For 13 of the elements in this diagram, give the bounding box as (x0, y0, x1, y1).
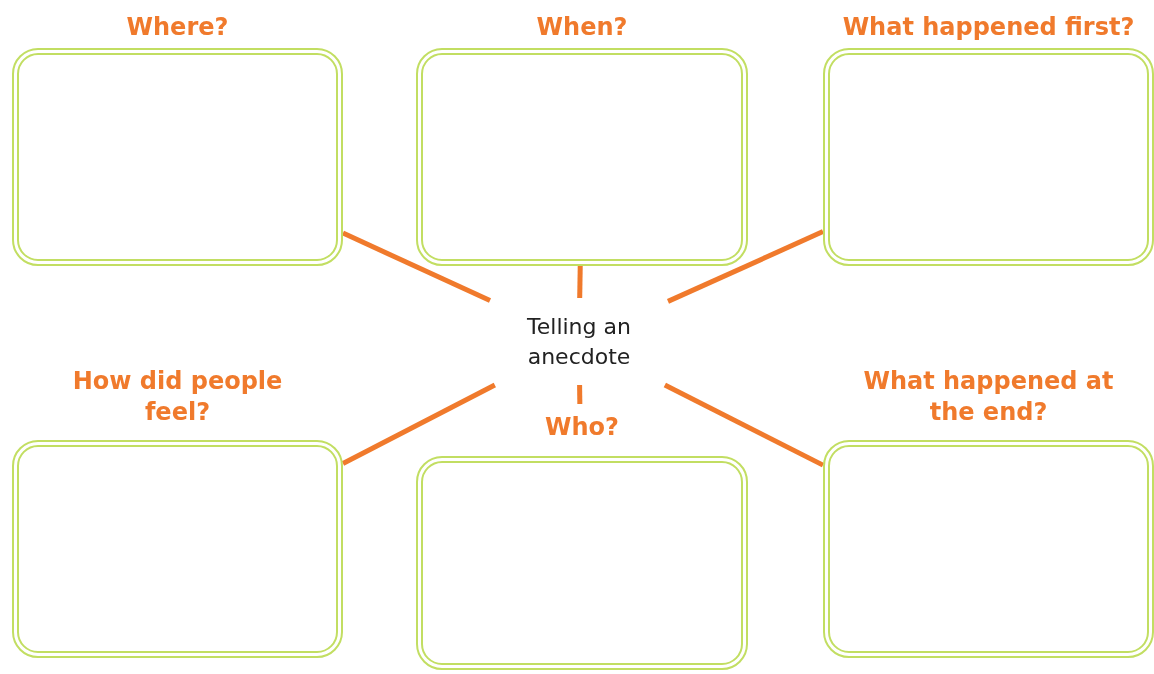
question-heading: How did people feel? (71, 366, 284, 428)
question-heading: Where? (125, 12, 230, 43)
connector-line (577, 265, 583, 299)
question-heading: What happened at the end? (862, 366, 1115, 428)
connector-line (577, 384, 583, 405)
question-heading: Who? (544, 412, 620, 443)
topic-text: Telling an anecdote (526, 312, 632, 371)
connector-line (341, 382, 496, 466)
connector-line (341, 230, 492, 303)
connector-line (663, 382, 825, 468)
question-heading: What happened first? (841, 12, 1136, 43)
question-heading: When? (535, 12, 629, 43)
connector-line (666, 229, 825, 304)
